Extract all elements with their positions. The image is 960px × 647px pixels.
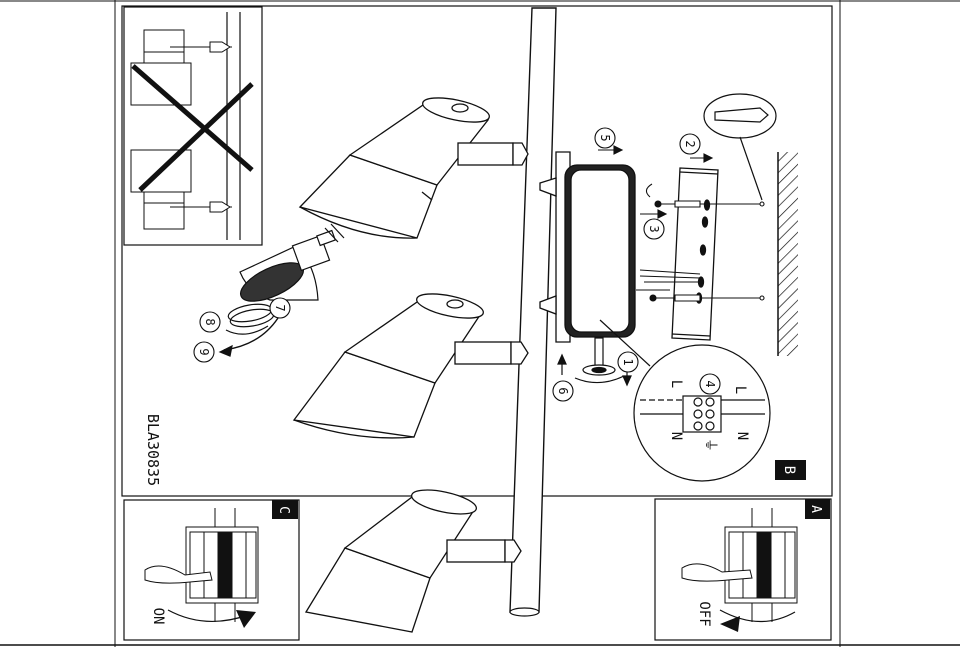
- terminal-letters: L L N N ⏚: [668, 380, 750, 452]
- step-8-label: 8: [203, 318, 217, 325]
- panel-a-label: A: [808, 505, 823, 513]
- spotlight-3: [304, 489, 522, 633]
- retaining-ring: [218, 303, 279, 357]
- step-6-marker: [552, 380, 574, 402]
- step-markers: [193, 127, 721, 402]
- spotlight-2: [292, 293, 529, 439]
- step-6-label: 6: [556, 387, 570, 394]
- panel-b-label: B: [781, 466, 797, 474]
- step-9-marker: [193, 341, 215, 363]
- step-8-marker: [199, 311, 221, 333]
- wall: [777, 152, 798, 356]
- wall-screws: [649, 200, 765, 302]
- panel-a: A OFF: [654, 498, 832, 641]
- supply-cable: [636, 269, 701, 291]
- step-arrows: [598, 145, 714, 219]
- terminal-earth: ⏚: [702, 438, 718, 452]
- dowel-detail: [703, 93, 777, 201]
- step-5-marker: [594, 127, 616, 149]
- step-2-label: 2: [683, 140, 697, 147]
- step-3-label: 3: [647, 225, 661, 232]
- panel-c-label: C: [276, 506, 291, 514]
- terminal-n-right: N: [734, 432, 750, 440]
- inset-wrong-mounting: [123, 6, 263, 246]
- step-1-marker: [617, 351, 639, 373]
- step-7-label: 7: [273, 304, 287, 311]
- mounting-rail: [509, 7, 557, 617]
- step-2-marker: [679, 133, 701, 155]
- step-4-marker: [699, 373, 721, 395]
- terminal-l-left: L: [668, 380, 684, 388]
- step-9-label: 9: [197, 348, 211, 355]
- panel-c-switch-text: ON: [150, 608, 166, 625]
- step-4-label: 4: [703, 380, 717, 387]
- terminal-l-right: L: [732, 386, 748, 394]
- spotlight-1: [298, 97, 529, 239]
- terminal-n-left: N: [668, 432, 684, 440]
- terminal-block-detail: [599, 319, 771, 482]
- step-7-marker: [269, 297, 291, 319]
- step-5-label: 5: [598, 134, 612, 141]
- step-labels: 5 2 3 7 8 9 1 6 4: [197, 134, 717, 394]
- mounting-bracket: [671, 167, 719, 341]
- step-1-label: 1: [621, 358, 635, 365]
- panel-b-badge: B: [775, 460, 806, 480]
- step-3-marker: [643, 218, 665, 240]
- led-bulb: [239, 223, 345, 302]
- ceiling-plate: [539, 151, 636, 343]
- panel-a-switch-text: OFF: [696, 601, 712, 626]
- main-panel-frame: [121, 5, 833, 497]
- model-code: BLA30835: [144, 414, 162, 486]
- panel-c: C ON: [123, 499, 300, 641]
